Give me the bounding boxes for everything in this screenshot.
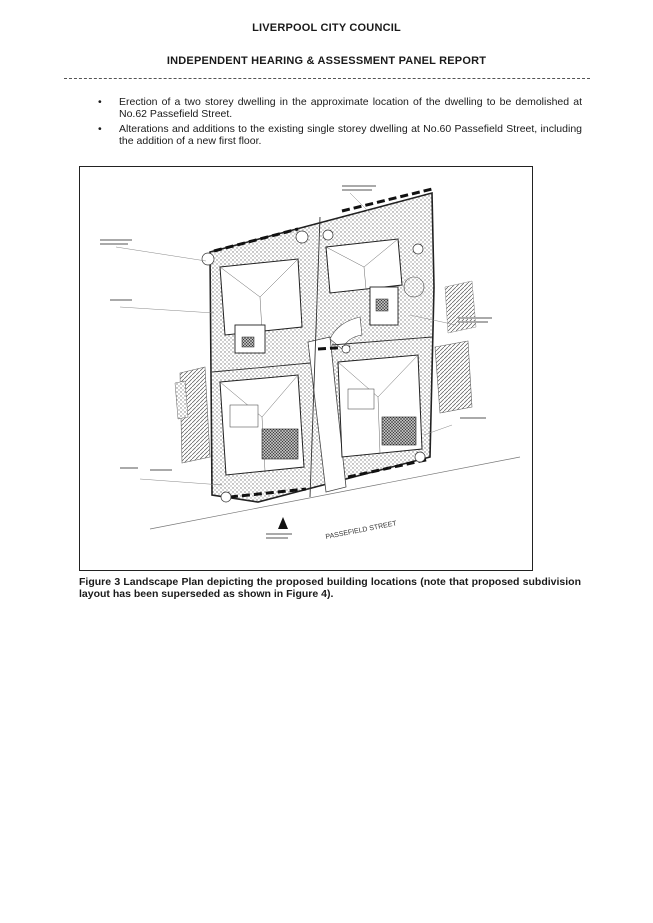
annotation-leaders — [115, 192, 457, 486]
dwelling-rear-right — [325, 238, 425, 326]
driveways — [307, 316, 363, 493]
figure-caption: Figure 3 Landscape Plan depicting the pr… — [79, 576, 581, 600]
dwelling-front-left — [219, 374, 305, 476]
street-label: PASSEFIELD STREET — [325, 520, 398, 541]
tree-symbols — [201, 229, 426, 503]
landscape-plan-figure: PASSEFIELD STREET — [79, 166, 533, 571]
lot-boundaries — [211, 216, 433, 498]
north-arrow-icon — [278, 517, 288, 529]
street-kerb — [149, 456, 521, 530]
annotation-marks — [100, 185, 492, 539]
council-name: LIVERPOOL CITY COUNCIL — [252, 22, 401, 34]
proposal-item-alterations: Alterations and additions to the existin… — [98, 123, 582, 147]
dwelling-front-right — [337, 354, 423, 458]
report-title: INDEPENDENT HEARING & ASSESSMENT PANEL R… — [166, 55, 487, 67]
header-divider — [64, 78, 590, 79]
dwelling-rear-left — [219, 258, 303, 354]
landscape-plan-drawing: PASSEFIELD STREET — [100, 185, 521, 541]
proposal-item-dwelling: Erection of a two storey dwelling in the… — [98, 96, 582, 120]
neighbour-buildings — [174, 280, 477, 464]
proposal-list: Erection of a two storey dwelling in the… — [98, 96, 582, 150]
